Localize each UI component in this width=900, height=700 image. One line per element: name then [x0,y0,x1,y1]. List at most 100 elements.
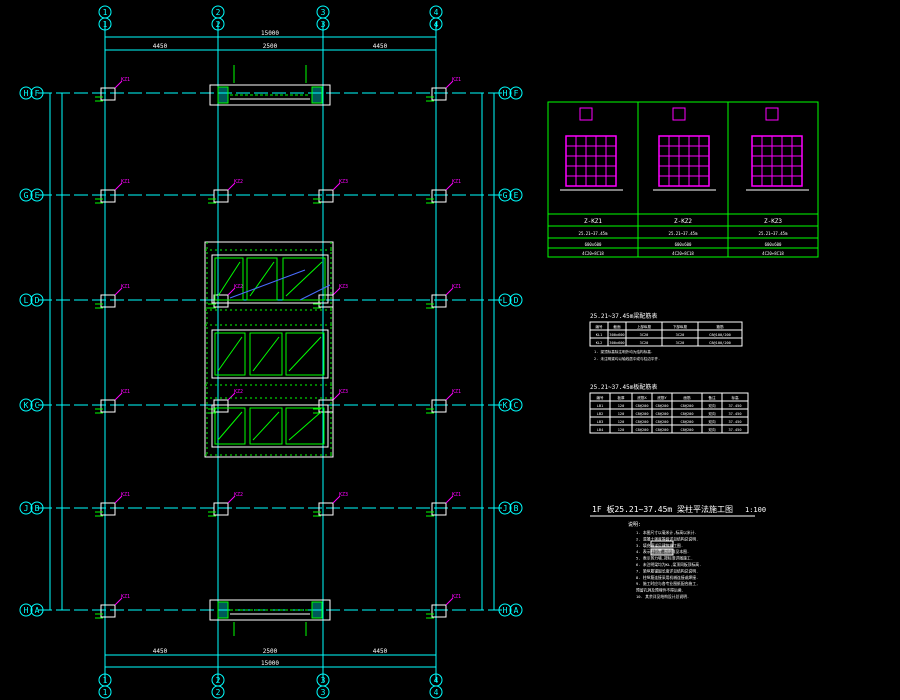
grid-bubble-right2-3-label: C [514,401,519,410]
table-b-cell: 标高 [731,395,739,400]
grid-bubble-left2-1 [30,188,44,202]
section-header-2: Z-KZ3 [764,218,782,225]
bottom-dimension-text: 15000 [261,660,279,667]
section-row3-2: 4C20+8C18 [762,251,784,256]
stair-block [209,84,331,106]
grid-bubble-bottom-3-label: 3 [321,676,326,685]
slab-panel [214,407,246,445]
grid-bubble-right2-5-label: A [514,606,519,615]
bottom-subdimension-text: 2500 [263,648,278,655]
table-b-cell: 37.450 [729,420,742,424]
table-b-cell: LB4 [597,428,604,432]
stair-wall-hatch [311,601,323,619]
notes-line: 10. 其余详见结构设计总说明. [636,594,689,599]
grid-bubble-left-1-label: G [24,191,29,200]
bottom-subdimension-text: 4450 [373,648,388,655]
table-b-cell: C8@200 [656,412,669,416]
notes-line: 预留孔洞及预埋件不得后凿. [636,588,684,593]
grid-bubble-top2-3 [316,17,330,31]
column-leader [114,182,123,191]
column-tag: KZ3 [339,492,348,498]
column-box [431,604,447,618]
central-core-outline [204,241,334,458]
table-b-cell: C8@200 [636,404,649,408]
grid-bubble-right-5-label: H [503,606,508,615]
grid-bubble-left-5 [19,603,33,617]
grid-bubble-left-2 [19,293,33,307]
column-tag: KZ2 [234,389,243,395]
grid-bubble-left2-2 [30,293,44,307]
notes-line: 3. 填充墙详见建筑施工图. [636,543,683,548]
column-tag: KZ1 [121,179,130,185]
column-box [318,189,334,203]
beam-leader-blue [299,284,331,301]
column-tag: KZ1 [121,389,130,395]
column-leader [227,495,236,504]
column-leader [227,182,236,191]
table-b-cell: C8@200 [681,420,694,424]
column-box [431,87,447,101]
column-leader [332,495,341,504]
table-a-note: 1. 梁顶标高除注明外均为结构标高. [594,349,653,354]
table-b-cell: 120 [618,428,625,432]
section-row2-2: 600x600 [765,242,782,247]
core-room-middle [211,329,329,379]
column-tag: KZ1 [452,492,461,498]
grid-bubble-right-4 [498,501,512,515]
table-b-cell: 双向 [708,419,716,424]
grid-bubble-bottom2-3 [316,685,330,699]
grid-bubble-right-2-label: L [503,296,508,305]
column-box [213,502,229,516]
section-header-0: Z-KZ1 [584,218,602,225]
slab-panel [246,257,278,301]
grid-bubble-left2-1-label: E [35,191,40,200]
column-leader [114,80,123,89]
column-tag: KZ3 [339,284,348,290]
table-b-cell: 120 [618,404,625,408]
drawing-title: 1F 板25.21~37.45m 梁柱平法施工图 [592,504,733,514]
grid-bubble-top2-2 [211,17,225,31]
notes-line: 1. 本图尺寸以毫米计,标高以米计. [636,530,697,535]
grid-bubble-right-3-label: K [503,401,508,410]
grid-bubble-top2-4 [429,17,443,31]
notes-line: 5. 表示剪力墙,按标准详图施工. [636,556,693,561]
table-b-cell: 37.450 [729,428,742,432]
table-b-cell: C8@200 [681,428,694,432]
table-b-cell: C8@200 [636,412,649,416]
slab-rebar-diagonal [252,411,280,441]
slab-panel [285,332,325,376]
bottom-subdimension-text: 4450 [153,648,168,655]
slab-panel [249,332,283,376]
column-section-outline [751,135,803,187]
stair-wall-hatch [311,86,323,104]
column-tag: KZ2 [234,284,243,290]
table-a-cell: 下部纵筋 [673,324,688,329]
slab-panel [249,407,283,445]
column-leader [227,392,236,401]
grid-bubble-left-5-label: H [24,606,29,615]
grid-bubble-left2-5-label: A [35,606,40,615]
grid-bubble-top-3-label: 3 [321,8,326,17]
column-section-outline [565,135,617,187]
grid-bubble-left2-0-label: F [35,89,40,98]
grid-bubble-top-1-label: 1 [103,8,108,17]
table-b-cell: 底筋X [637,395,647,400]
column-box [100,604,116,618]
grid-bubble-right2-4-label: B [514,504,519,513]
grid-bubble-right-3 [498,398,512,412]
notes-line: 7. 梁纵筋锚固长度详见结构总说明. [636,568,698,573]
grid-bubble-right2-1 [509,188,523,202]
grid-bubble-right-5 [498,603,512,617]
table-b-cell: LB1 [597,404,604,408]
column-box [213,294,229,308]
section-row1-0: 25.21~37.45m [579,231,608,236]
grid-bubble-right-1 [498,188,512,202]
slab-rebar-diagonal [285,261,323,297]
grid-bubble-left2-0 [30,86,44,100]
table-b-cell: C8@200 [681,412,694,416]
table-a-cell: 3C20 [676,341,685,345]
column-box [431,189,447,203]
table-b-cell: 37.450 [729,412,742,416]
